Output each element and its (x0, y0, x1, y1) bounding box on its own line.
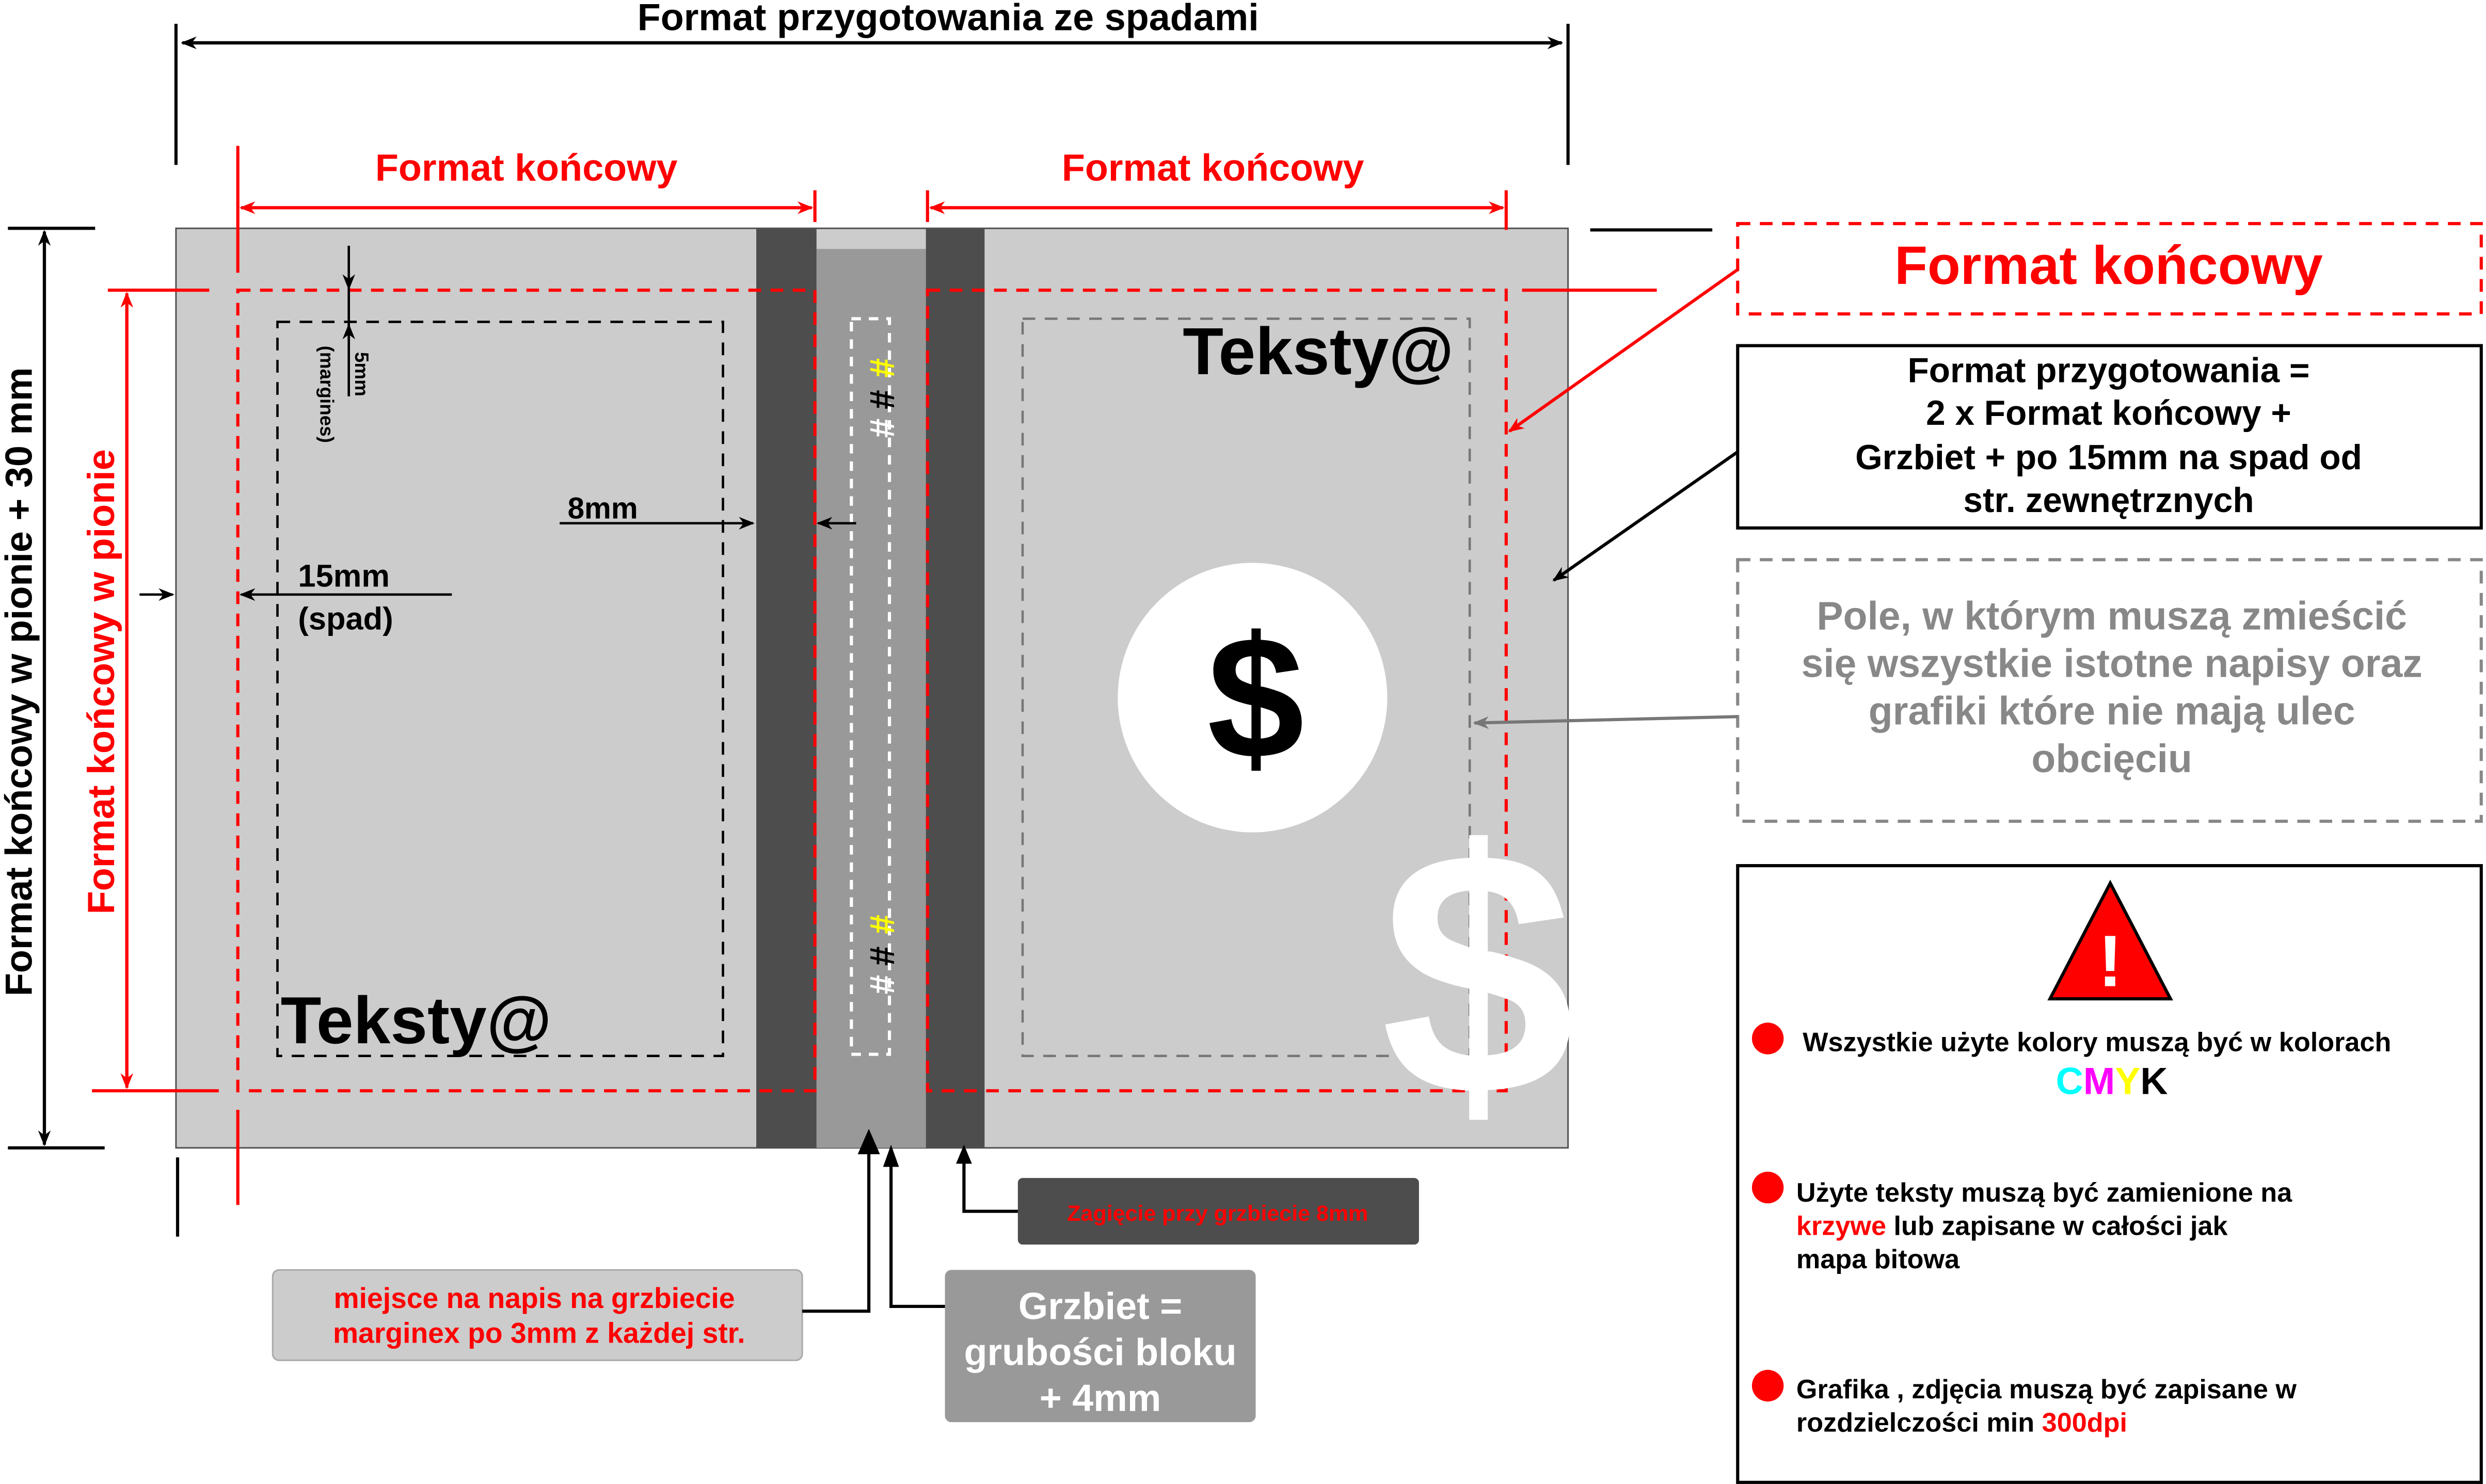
margin-sub-label: (margines) (316, 346, 337, 443)
top-title: Format przygotowania ze spadami (638, 0, 1259, 38)
warning-exclamation: ! (2098, 920, 2123, 1002)
safe-area-right-outline (1021, 317, 1471, 1057)
svg-text:#: # (863, 946, 901, 966)
dollar-sign: $ (1207, 600, 1304, 795)
bleed-sub-label: (spad) (298, 601, 393, 636)
sample-text-left: Teksty@ (281, 983, 552, 1058)
fold-callout: Zagięcie przy grzbiecie 8mm (1067, 1201, 1368, 1226)
vertical-outer-label: Format końcowy w pionie + 30 mm (0, 368, 40, 996)
vertical-inner-label: Format końcowy w pionie (79, 449, 122, 914)
spine-text-callout-2: marginex po 3mm z każdej str. (333, 1317, 745, 1349)
legend-prep-format-box (1736, 344, 2483, 530)
spine-area (816, 249, 926, 1148)
svg-text:obcięciu: obcięciu (2031, 737, 2192, 781)
spine-callout-1: Grzbiet = (1018, 1285, 1182, 1328)
spine-callout-box (945, 1270, 1256, 1423)
svg-text:Format przygotowania =: Format przygotowania = (1908, 351, 2310, 390)
dollar-circle (1118, 563, 1388, 833)
warning-graphics-2: rozdzielczości min 300dpi (1796, 1408, 2127, 1438)
legend-safe-area: Pole, w którym muszą zmieścić się wszyst… (1802, 594, 2423, 780)
fold-strip-left (756, 228, 817, 1148)
spine-hash-top: # # # (863, 358, 901, 438)
margin-left-outline (276, 321, 724, 1057)
legend-final-format-box (1736, 222, 2483, 316)
warning-text-3: mapa bitowa (1796, 1244, 1960, 1274)
bullet-icon (1751, 1369, 1784, 1402)
bullet-icon (1751, 1023, 1784, 1055)
final-format-left-label: Format końcowy (375, 146, 678, 189)
svg-text:się wszystkie istotne napisy o: się wszystkie istotne napisy oraz (1802, 642, 2423, 686)
svg-text:str. zewnętrznych: str. zewnętrznych (1963, 481, 2254, 520)
svg-text:#: # (863, 358, 901, 378)
svg-text:grafiki które nie mają ulec: grafiki które nie mają ulec (1869, 689, 2355, 733)
cmyk-label: CMYK (2056, 1059, 2168, 1102)
warning-colors: Wszystkie użyte kolory muszą być w kolor… (1803, 1027, 2391, 1057)
spine-callout-3: + 4mm (1040, 1377, 1161, 1419)
svg-text:2 x Format końcowy +: 2 x Format końcowy + (1926, 394, 2291, 433)
spine-hash-bottom: # # # (863, 915, 901, 994)
final-format-right-label: Format końcowy (1062, 146, 1364, 189)
final-format-right-outline (926, 289, 1508, 1093)
spine-text-callout-1: miejsce na napis na grzbiecie (334, 1282, 735, 1314)
svg-text:Grzbiet + po 15mm na spad od: Grzbiet + po 15mm na spad od (1855, 438, 2362, 477)
margin-label: 5mm (351, 352, 372, 396)
bullet-icon (1751, 1171, 1784, 1204)
svg-text:#: # (863, 419, 901, 438)
warning-graphics-1: Grafika , zdjęcia muszą być zapisane w (1796, 1375, 2297, 1405)
fold-callout-box (1017, 1178, 1419, 1245)
svg-text:#: # (863, 915, 901, 934)
spine-text-callout-box (272, 1269, 803, 1361)
legend-safe-area-box (1736, 558, 2483, 823)
dollar-sign-large: $ (1381, 778, 1575, 1168)
fold-strip-right (926, 228, 985, 1148)
svg-text:Pole, w którym muszą zmieścić: Pole, w którym muszą zmieścić (1816, 594, 2407, 638)
final-format-left-outline (236, 289, 817, 1093)
legend-prep-format: Format przygotowania = 2 x Format końcow… (1855, 351, 2362, 520)
legend-final-format: Format końcowy (1894, 235, 2323, 296)
sample-text-right: Teksty@ (1183, 314, 1454, 389)
warning-text-1: Użyte teksty muszą być zamienione na (1796, 1178, 2292, 1208)
svg-text:#: # (863, 390, 901, 409)
bleed-label: 15mm (298, 559, 390, 594)
warning-text-2: krzywe lub zapisane w całości jak (1796, 1211, 2228, 1241)
spine-callout-2: grubości bloku (964, 1331, 1236, 1374)
spine-text-outline (850, 317, 891, 1056)
svg-text:#: # (863, 975, 901, 995)
fold-width-label: 8mm (568, 491, 638, 525)
warning-triangle-icon (2047, 880, 2173, 1001)
